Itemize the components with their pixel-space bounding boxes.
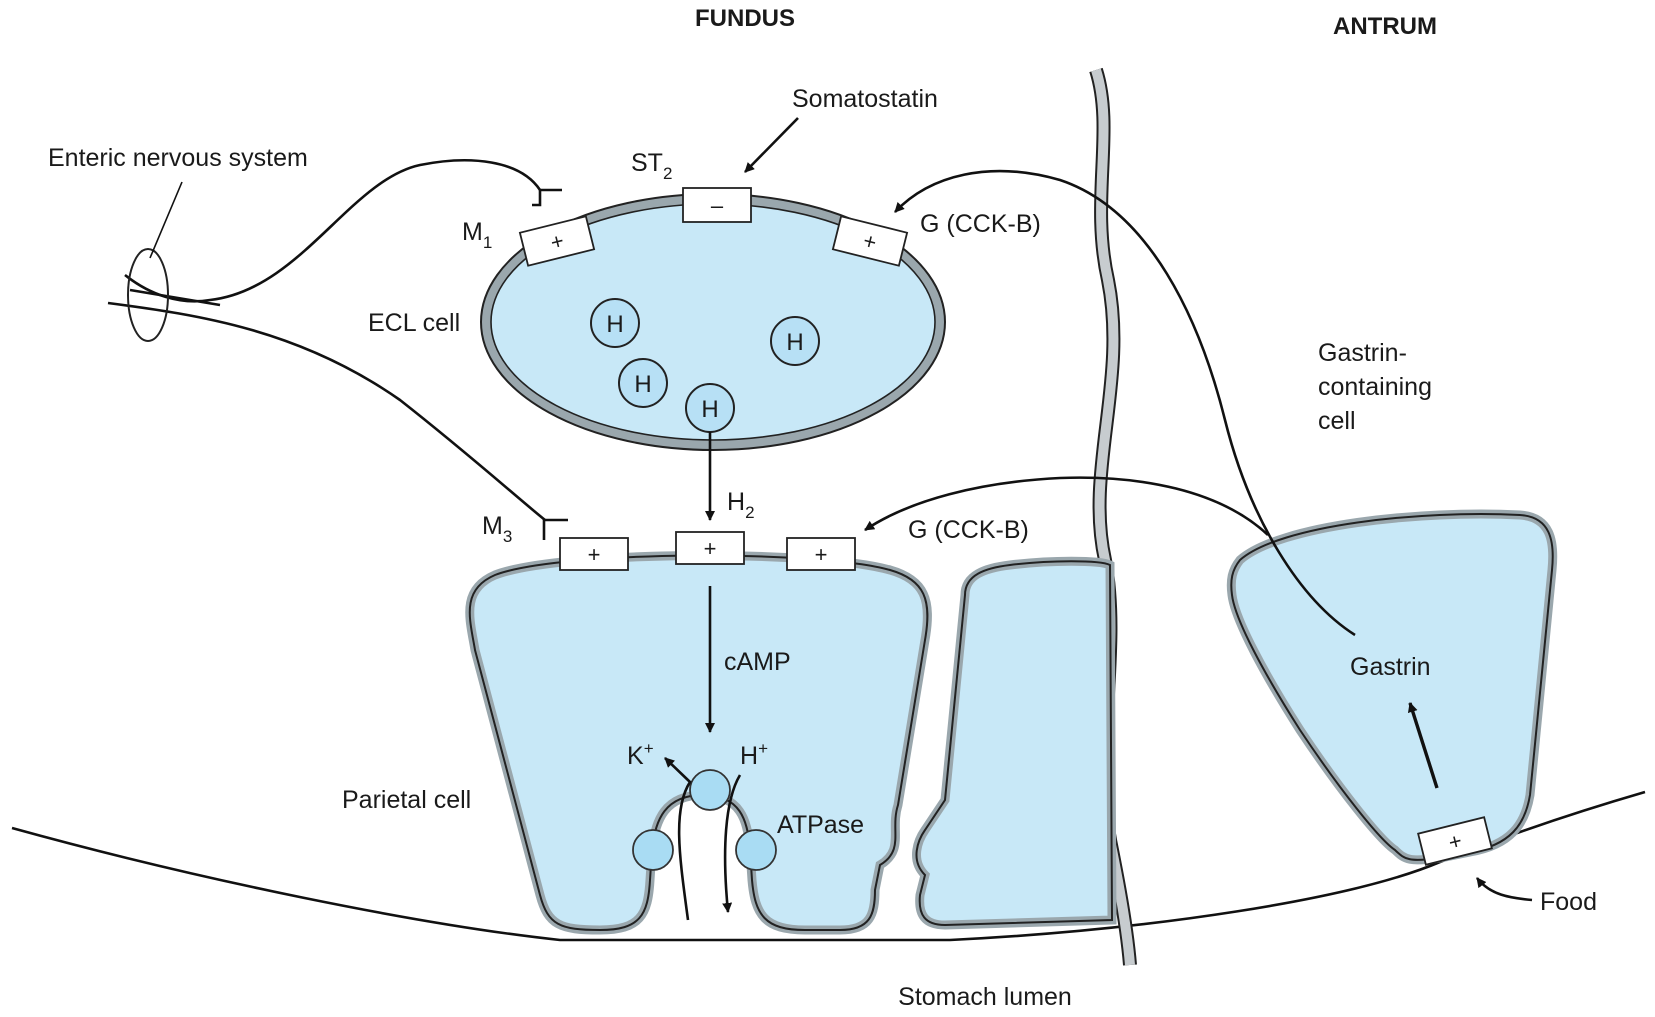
enteric-nervous-system-label: Enteric nervous system bbox=[48, 144, 308, 172]
atpase-label: ATPase bbox=[777, 811, 864, 839]
atpase-pump bbox=[632, 829, 674, 871]
atpase-pump bbox=[689, 769, 731, 811]
histamine-granule: H bbox=[770, 316, 820, 366]
nerve-bundle bbox=[127, 248, 169, 342]
h-plus-label: H+ bbox=[740, 739, 768, 770]
adjacent-cell bbox=[912, 556, 1117, 930]
food-receptor: + bbox=[1417, 816, 1493, 866]
g-receptor-parietal: + bbox=[786, 537, 856, 571]
svg-text:+: + bbox=[704, 536, 717, 561]
antrum-label: ANTRUM bbox=[1333, 13, 1437, 40]
histamine-granule: H bbox=[685, 383, 735, 433]
gastrin-release-arrow bbox=[1407, 702, 1439, 789]
enteric-nerve-to-m1 bbox=[124, 159, 542, 303]
gastrin-containing-label-line1: Gastrin- bbox=[1318, 339, 1407, 367]
stomach-lumen-label: Stomach lumen bbox=[898, 983, 1072, 1011]
gastrin-label: Gastrin bbox=[1350, 653, 1431, 681]
svg-text:H: H bbox=[606, 311, 623, 338]
somatostatin-arrow bbox=[744, 117, 799, 173]
ecl-cell-label: ECL cell bbox=[368, 309, 460, 337]
m3-label: M3 bbox=[482, 512, 512, 546]
food-arrow bbox=[1475, 877, 1533, 902]
histamine-granule: H bbox=[618, 358, 668, 408]
m1-label: M1 bbox=[462, 218, 492, 252]
g-cck-b-top-label: G (CCK-B) bbox=[920, 210, 1041, 238]
m1-receptor: + bbox=[518, 215, 596, 267]
m1-nerve-terminal bbox=[532, 188, 562, 207]
atpase-pump bbox=[735, 829, 777, 871]
gastrin-containing-cell bbox=[1226, 509, 1558, 865]
enteric-nerve-to-m3 bbox=[107, 301, 546, 522]
svg-text:+: + bbox=[548, 228, 567, 255]
svg-text:+: + bbox=[1446, 828, 1465, 855]
m3-nerve-terminal bbox=[542, 518, 568, 540]
parietal-cell bbox=[465, 551, 932, 935]
g-receptor-ecl: + bbox=[831, 215, 909, 267]
h-plus-arrow bbox=[722, 774, 742, 913]
enteric-nerve-lower bbox=[129, 288, 221, 307]
k-plus-arrow bbox=[664, 757, 692, 921]
enteric-label-leader bbox=[149, 181, 183, 259]
food-label: Food bbox=[1540, 888, 1597, 916]
gastrin-to-ecl-arrow bbox=[894, 169, 1356, 637]
gastrin-to-parietal-arrow bbox=[864, 476, 1269, 536]
parietal-cell-label: Parietal cell bbox=[342, 786, 471, 814]
svg-text:H: H bbox=[786, 329, 803, 356]
st2-receptor: – bbox=[682, 187, 752, 223]
histamine-granule: H bbox=[590, 298, 640, 348]
svg-text:H: H bbox=[634, 371, 651, 398]
gastrin-containing-label-line3: cell bbox=[1318, 407, 1356, 435]
svg-text:+: + bbox=[815, 542, 828, 567]
fundus-label: FUNDUS bbox=[695, 5, 795, 32]
h2-receptor: + bbox=[675, 531, 745, 565]
k-plus-label: K+ bbox=[627, 739, 654, 770]
somatostatin-label: Somatostatin bbox=[792, 85, 938, 113]
h2-label: H2 bbox=[727, 488, 755, 522]
gastrin-containing-label-line2: containing bbox=[1318, 373, 1432, 401]
svg-text:+: + bbox=[861, 228, 880, 255]
g-cck-b-bottom-label: G (CCK-B) bbox=[908, 516, 1029, 544]
svg-text:H: H bbox=[701, 396, 718, 423]
st2-label: ST2 bbox=[631, 149, 672, 183]
svg-text:–: – bbox=[711, 193, 724, 218]
camp-label: cAMP bbox=[724, 648, 791, 676]
m3-receptor: + bbox=[559, 537, 629, 571]
svg-text:+: + bbox=[588, 542, 601, 567]
